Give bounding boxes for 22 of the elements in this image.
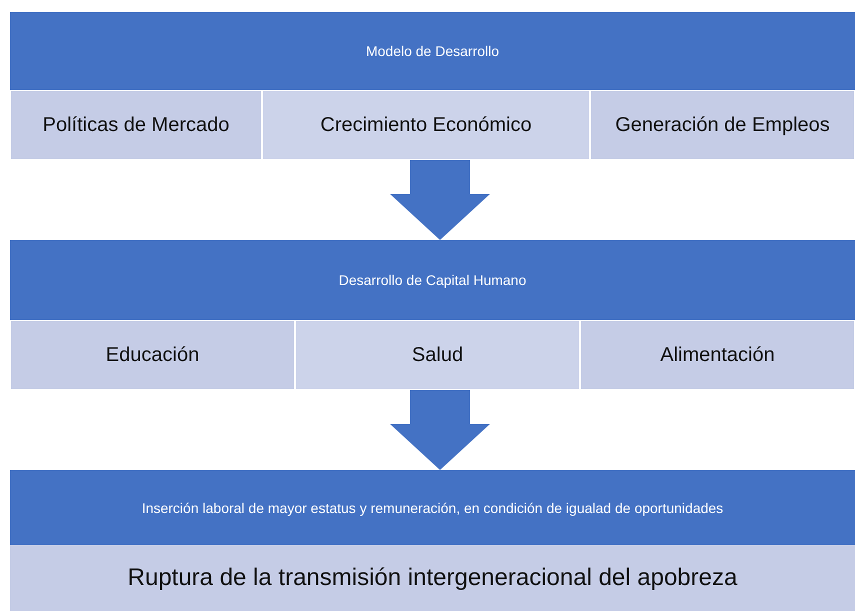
node-label: Alimentación	[659, 343, 776, 368]
node-label: Educación	[104, 343, 200, 368]
category-cell	[10, 90, 262, 160]
node-label: Ruptura de la transmisión intergeneracional del apobreza	[126, 563, 738, 593]
node-label: Salud	[410, 343, 464, 368]
node-label: Políticas de Mercado	[42, 113, 230, 138]
category-cell	[10, 320, 295, 390]
result-bar	[10, 545, 855, 611]
node-label: Desarrollo de Capital Humano	[338, 271, 528, 290]
category-cell	[262, 90, 590, 160]
header-bar	[10, 240, 855, 320]
node-label: Generación de Empleos	[614, 113, 831, 138]
header-bar	[10, 12, 855, 90]
category-cell	[580, 320, 855, 390]
node-label: Crecimiento Económico	[319, 113, 533, 138]
block-arrow	[390, 390, 490, 470]
header-bar	[10, 470, 855, 545]
category-cell	[295, 320, 580, 390]
node-label: Modelo de Desarrollo	[364, 42, 500, 61]
category-cell	[590, 90, 855, 160]
block-arrow	[390, 160, 490, 240]
node-label: Inserción laboral de mayor estatus y remuneración, en condición de igualad de oportunidades	[140, 498, 724, 518]
